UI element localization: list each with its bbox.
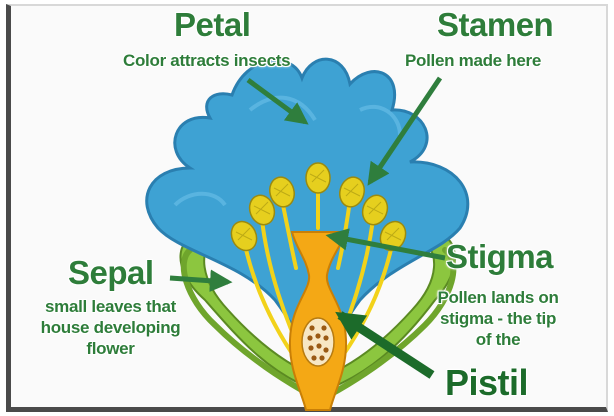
petal-description: Color attracts insects — [123, 50, 290, 71]
stigma-desc-line: stigma - the tip — [418, 308, 578, 329]
stigma-description: Pollen lands on stigma - the tip of the — [418, 287, 578, 350]
sepal-title: Sepal — [68, 254, 154, 292]
stamen-description: Pollen made here — [405, 50, 541, 71]
pistil-title: Pistil — [445, 362, 528, 404]
stigma-desc-line: of the — [418, 329, 578, 350]
stamen-title: Stamen — [437, 6, 553, 44]
sepal-desc-line: flower — [18, 338, 203, 359]
sepal-description: small leaves that house developing flowe… — [18, 296, 203, 359]
petal-title: Petal — [174, 6, 250, 44]
sepal-arrow — [170, 278, 228, 282]
sepal-desc-line: small leaves that — [18, 296, 203, 317]
stigma-desc-line: Pollen lands on — [418, 287, 578, 308]
sepal-desc-line: house developing — [18, 317, 203, 338]
stigma-title: Stigma — [446, 238, 553, 276]
